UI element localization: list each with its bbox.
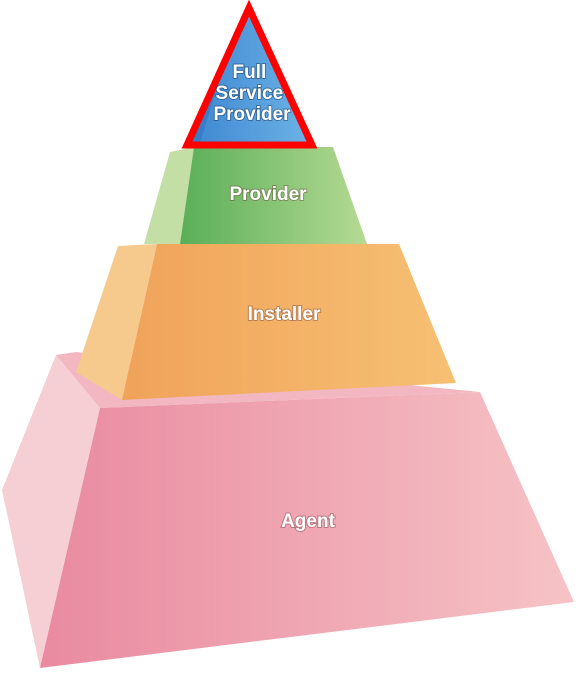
tier-installer: Installer <box>76 244 456 400</box>
tier-agent: Agent <box>2 352 574 668</box>
tier-installer-label: Installer <box>248 304 321 325</box>
tier-installer-label-line: Installer <box>248 304 321 325</box>
apex-label-line-1: Full <box>232 62 266 83</box>
tier-provider-front <box>180 147 367 244</box>
tier-agent-left-side <box>2 355 100 668</box>
tier-provider-label: Provider <box>229 184 307 205</box>
apex-fill <box>189 10 310 143</box>
tier-full-service-provider-label: Full Service Provider <box>213 62 291 125</box>
tier-agent-label: Agent <box>281 511 336 532</box>
tier-provider-label-line: Provider <box>229 184 307 205</box>
tier-provider: Provider <box>144 147 367 244</box>
tier-agent-front <box>40 392 574 668</box>
apex-label-line-2: Service <box>216 83 284 104</box>
tier-installer-left-side <box>76 244 157 400</box>
apex-label-line-3: Provider <box>213 104 291 125</box>
tier-full-service-provider: Full Service Provider <box>181 0 318 149</box>
apex-red-outline <box>181 0 318 149</box>
tier-installer-front <box>122 244 456 400</box>
tier-agent-label-line: Agent <box>281 511 336 532</box>
tier-provider-left-side <box>144 147 194 244</box>
